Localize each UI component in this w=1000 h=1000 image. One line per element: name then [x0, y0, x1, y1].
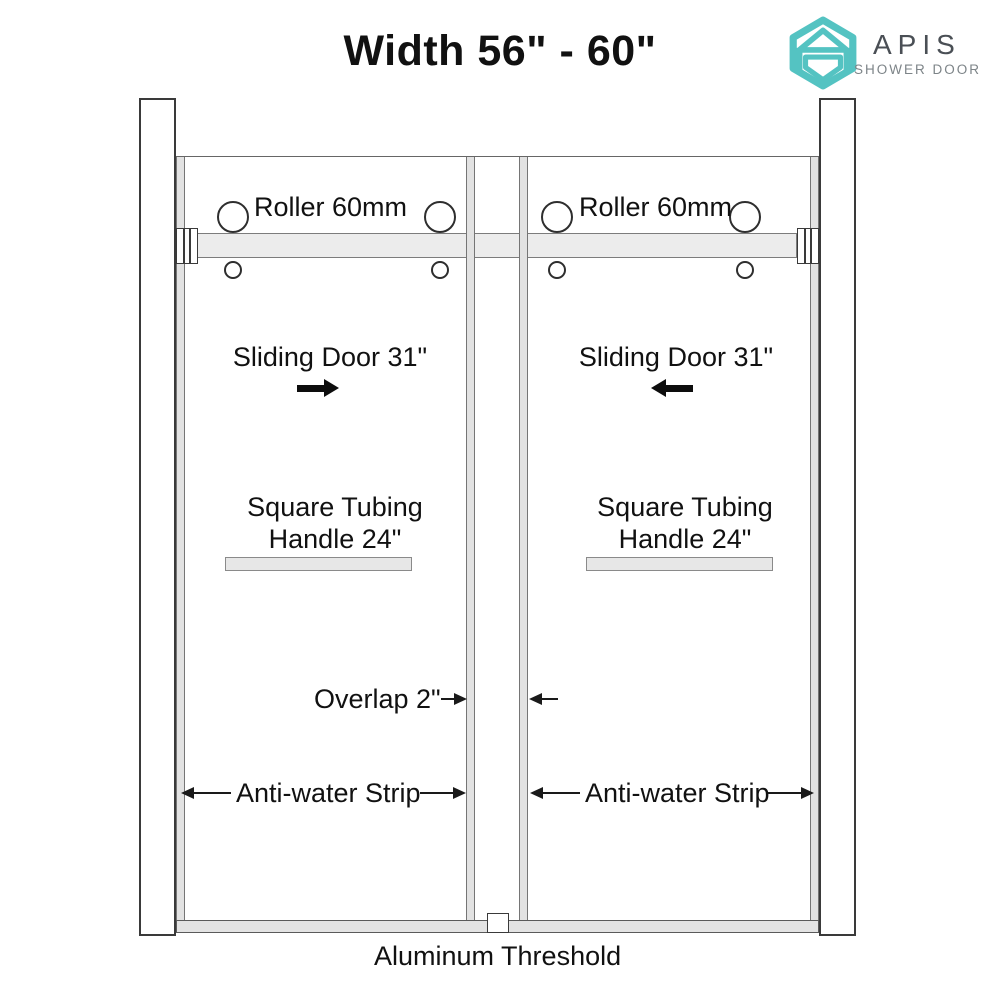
- roller-small: [736, 261, 754, 279]
- roller-large: [541, 201, 573, 233]
- anti-water-arrow-left-icon: [181, 787, 231, 799]
- roller-large: [217, 201, 249, 233]
- overlap-label: Overlap 2": [314, 684, 441, 714]
- sliding-door-label-right: Sliding Door 31": [578, 342, 774, 372]
- glass-edge-center-right: [519, 157, 528, 921]
- roller-large: [729, 201, 761, 233]
- brand-logo: APIS SHOWER DOOR: [786, 16, 986, 90]
- wall-left: [139, 98, 176, 936]
- handle-bar-right: [586, 557, 773, 571]
- brand-name: APIS: [873, 29, 961, 60]
- arrow-left-icon: [651, 379, 693, 397]
- anti-water-arrow-right-icon: [768, 787, 814, 799]
- sliding-rail: [197, 233, 797, 258]
- roller-small: [224, 261, 242, 279]
- handle-label-left: Square Tubing Handle 24": [247, 492, 423, 554]
- wall-right: [819, 98, 856, 936]
- rail-bracket-left: [176, 228, 198, 264]
- center-floor-guide: [487, 913, 509, 933]
- handle-bar-left: [225, 557, 412, 571]
- threshold-label: Aluminum Threshold: [374, 941, 622, 971]
- overlap-arrow-right-icon: [441, 693, 467, 705]
- anti-water-label-left: Anti-water Strip: [236, 778, 421, 808]
- brand-tagline: SHOWER DOOR: [854, 62, 982, 77]
- glass-top-line: [176, 156, 819, 157]
- anti-water-arrow-left-icon: [530, 787, 580, 799]
- anti-water-arrow-right-icon: [420, 787, 466, 799]
- rail-bracket-right: [797, 228, 819, 264]
- overlap-arrow-left-icon: [529, 693, 558, 705]
- glass-edge-left: [176, 157, 185, 921]
- roller-label-left: Roller 60mm: [254, 192, 408, 222]
- glass-edge-center-left: [466, 157, 475, 921]
- roller-small: [431, 261, 449, 279]
- glass-edge-right: [810, 157, 819, 921]
- handle-label-right: Square Tubing Handle 24": [597, 492, 773, 554]
- sliding-door-label-left: Sliding Door 31": [232, 342, 428, 372]
- roller-large: [424, 201, 456, 233]
- roller-small: [548, 261, 566, 279]
- page-title: Width 56" - 60": [343, 27, 657, 75]
- anti-water-label-right: Anti-water Strip: [585, 778, 770, 808]
- hexagon-a-home-icon: [789, 16, 857, 90]
- roller-label-right: Roller 60mm: [579, 192, 733, 222]
- arrow-right-icon: [297, 379, 339, 397]
